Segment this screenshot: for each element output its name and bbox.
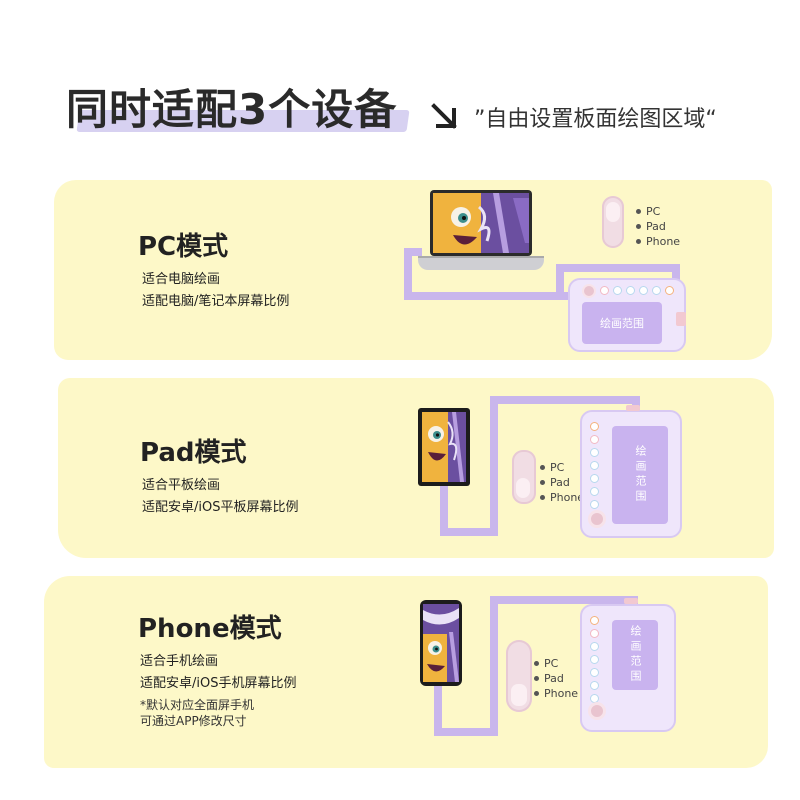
option-pc: PC bbox=[544, 657, 559, 670]
cable-segment bbox=[404, 248, 422, 256]
tablet-device bbox=[418, 408, 470, 486]
option-pc: PC bbox=[646, 205, 661, 218]
option-pad: Pad bbox=[544, 672, 564, 685]
arrow-down-right-icon bbox=[431, 103, 457, 129]
phone-mode-line-2: 适配安卓/iOS手机屏幕比例 bbox=[140, 676, 297, 691]
pad-mode-line-2: 适配安卓/iOS平板屏幕比例 bbox=[142, 500, 299, 515]
drawing-tablet: 绘画范围 bbox=[580, 410, 682, 538]
cable-segment bbox=[556, 264, 564, 300]
pc-mode-title: PC模式 bbox=[138, 232, 229, 262]
phone-device bbox=[420, 600, 462, 686]
illustration-image bbox=[422, 412, 466, 482]
page-title: 同时适配3个设备 bbox=[66, 85, 398, 134]
cable-segment bbox=[404, 292, 570, 300]
dial-icon bbox=[588, 510, 606, 528]
mode-options: PC Pad Phone bbox=[534, 656, 578, 701]
laptop bbox=[430, 190, 532, 256]
phone-mode-note-2: 可通过APP修改尺寸 bbox=[140, 714, 247, 728]
headline: 同时适配3个设备 bbox=[66, 76, 410, 137]
shortcut-keys bbox=[590, 616, 599, 703]
phone-mode-line-1: 适合手机绘画 bbox=[140, 654, 219, 669]
mode-switch[interactable] bbox=[602, 196, 624, 248]
drawing-tablet: 绘画范围 bbox=[580, 604, 676, 732]
pad-mode-title: Pad模式 bbox=[140, 438, 247, 468]
subheadline: ”自由设置板面绘图区域“ bbox=[428, 100, 717, 134]
cable-segment bbox=[434, 686, 442, 736]
drawing-area: 绘画范围 bbox=[612, 426, 668, 524]
shortcut-keys bbox=[600, 286, 674, 295]
pc-mode-line-1: 适合电脑绘画 bbox=[142, 272, 221, 287]
phone-mode-title: Phone模式 bbox=[138, 614, 282, 644]
tablet-tab bbox=[626, 405, 640, 411]
mode-switch[interactable] bbox=[512, 450, 536, 504]
dial-icon bbox=[582, 284, 596, 298]
illustration-image bbox=[423, 604, 459, 682]
drawing-area-label: 绘画范围 bbox=[629, 625, 642, 685]
drawing-tablet: 绘画范围 bbox=[568, 278, 686, 352]
cable-segment bbox=[490, 596, 638, 604]
cable-segment bbox=[440, 528, 496, 536]
cable-segment bbox=[672, 264, 680, 282]
option-phone: Phone bbox=[646, 235, 681, 248]
pad-mode-line-1: 适合平板绘画 bbox=[142, 478, 221, 493]
subheadline-text: ”自由设置板面绘图区域“ bbox=[474, 107, 717, 132]
phone-mode-note-1: *默认对应全面屏手机 bbox=[140, 698, 255, 712]
option-phone: Phone bbox=[544, 687, 579, 700]
illustration-image bbox=[433, 193, 529, 253]
drawing-area: 绘画范围 bbox=[612, 620, 658, 690]
pc-mode-line-2: 适配电脑/笔记本屏幕比例 bbox=[142, 294, 290, 309]
cable-segment bbox=[434, 728, 496, 736]
mode-switch[interactable] bbox=[506, 640, 532, 712]
drawing-area-label: 绘画范围 bbox=[600, 317, 644, 330]
dial-icon bbox=[588, 702, 606, 720]
tablet-tab bbox=[676, 312, 686, 326]
tablet-tab bbox=[624, 598, 638, 604]
option-pad: Pad bbox=[550, 476, 570, 489]
laptop-base bbox=[418, 256, 544, 270]
option-phone: Phone bbox=[550, 491, 585, 504]
option-pad: Pad bbox=[646, 220, 666, 233]
drawing-area-label: 绘画范围 bbox=[634, 445, 647, 505]
mode-options: PC Pad Phone bbox=[636, 204, 680, 249]
cable-segment bbox=[404, 248, 412, 300]
cable-segment bbox=[490, 396, 640, 404]
cable-segment bbox=[490, 396, 498, 536]
mode-options: PC Pad Phone bbox=[540, 460, 584, 505]
cable-segment bbox=[440, 486, 448, 536]
shortcut-keys bbox=[590, 422, 599, 509]
option-pc: PC bbox=[550, 461, 565, 474]
drawing-area: 绘画范围 bbox=[582, 302, 662, 344]
cable-segment bbox=[490, 596, 498, 736]
cable-segment bbox=[556, 264, 680, 272]
